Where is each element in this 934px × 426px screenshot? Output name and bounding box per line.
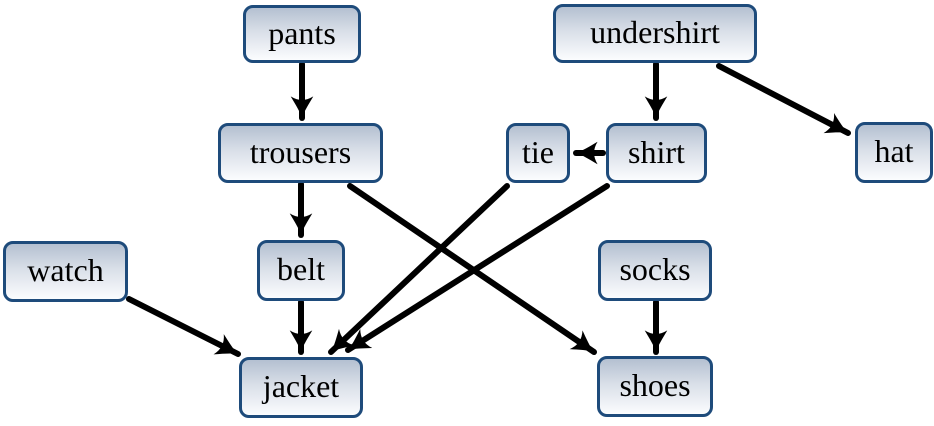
node-pants: pants — [243, 5, 361, 63]
node-shirt: shirt — [606, 123, 707, 183]
edge-tie-jacket — [328, 183, 510, 355]
node-belt: belt — [257, 240, 345, 301]
node-shoes: shoes — [597, 356, 713, 417]
node-jacket: jacket — [239, 357, 363, 418]
node-undershirt: undershirt — [553, 4, 757, 63]
edge-watch-jacket — [126, 296, 241, 357]
node-tie: tie — [506, 123, 570, 183]
edge-undershirt-hat — [716, 63, 851, 136]
node-socks: socks — [598, 240, 712, 301]
node-trousers: trousers — [218, 123, 383, 183]
node-hat: hat — [855, 122, 933, 183]
node-watch: watch — [3, 241, 128, 302]
edge-trousers-shoes — [347, 183, 597, 355]
edge-shirt-jacket — [345, 183, 610, 353]
